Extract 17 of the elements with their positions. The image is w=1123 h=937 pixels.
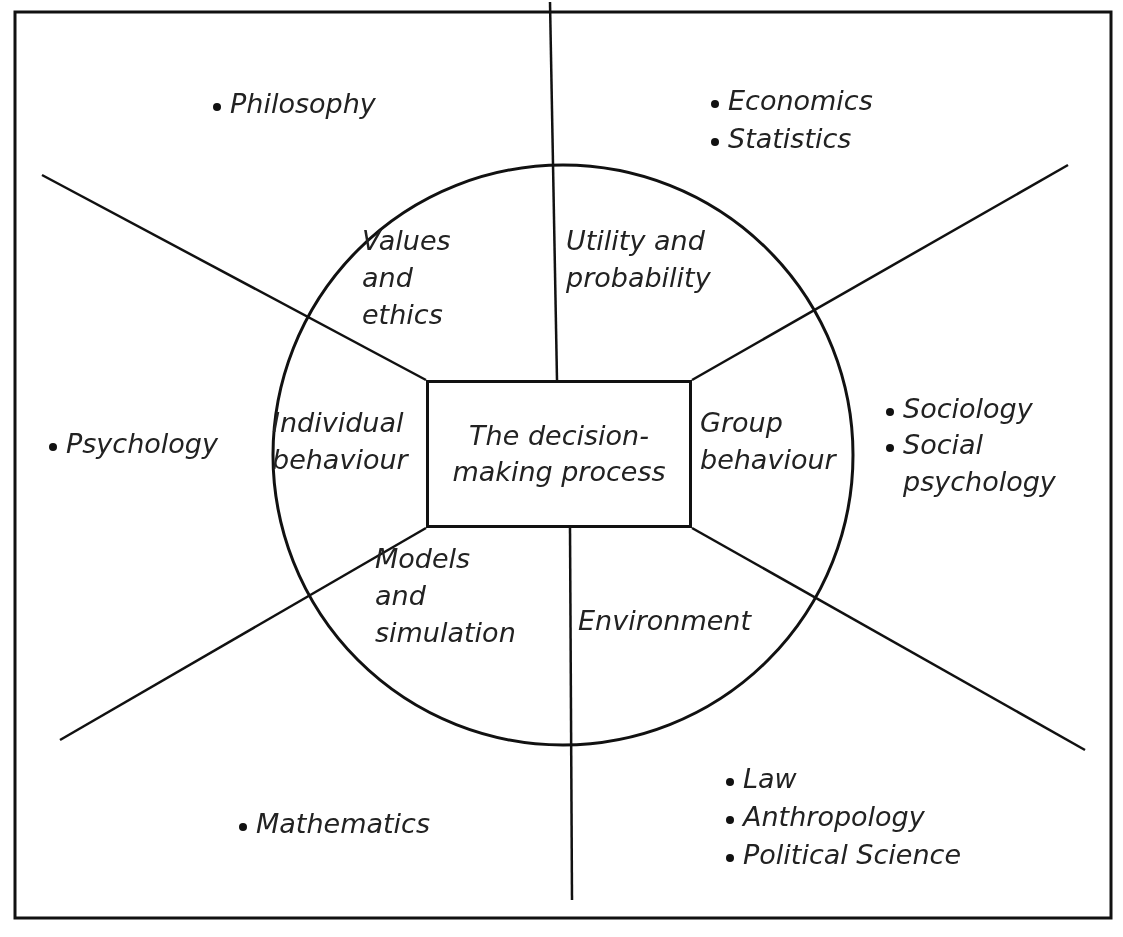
discipline-label: Philosophy — [230, 87, 376, 121]
sector-label: Utility and probability — [566, 224, 711, 295]
discipline-label: Social psychology — [903, 428, 1056, 499]
discipline-label: Law — [743, 762, 797, 796]
sector-label: Environment — [578, 604, 751, 638]
box-text: The decision-making process — [451, 419, 667, 489]
process-box — [426, 380, 692, 528]
discipline-label: Political Science — [743, 838, 962, 872]
sector-label: Values and ethics — [362, 224, 451, 332]
discipline-label: Psychology — [66, 427, 218, 461]
sector-label: Models and simulation — [375, 542, 516, 650]
sector-label: Group behaviour — [700, 406, 836, 477]
discipline-label: Sociology — [903, 392, 1033, 426]
discipline-label: Anthropology — [743, 800, 925, 834]
discipline-label: Mathematics — [256, 807, 430, 841]
discipline-label: Economics — [728, 84, 873, 118]
discipline-label: Statistics — [728, 122, 852, 156]
